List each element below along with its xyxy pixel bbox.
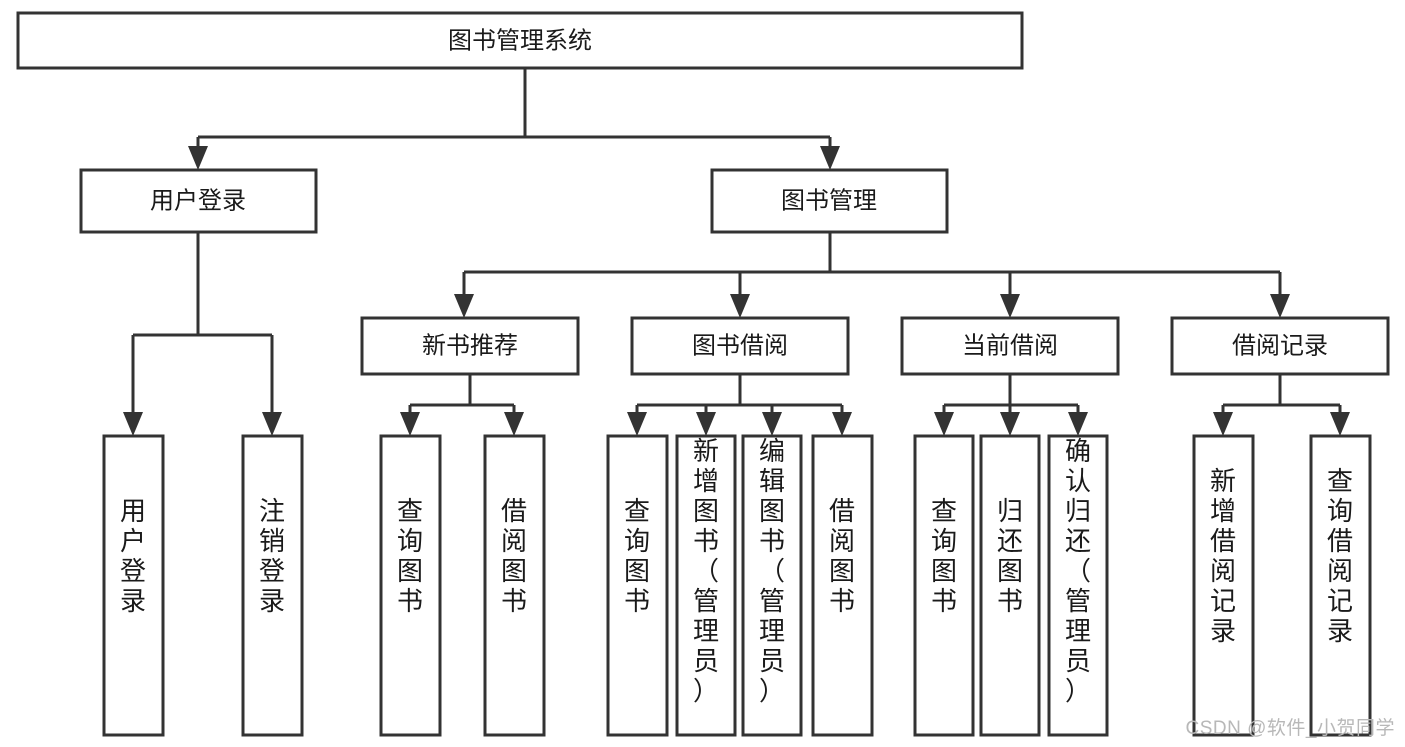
node-book-borrow[interactable]: 图书借阅 bbox=[630, 316, 850, 376]
leaf-current-borrow-confirm-box bbox=[1047, 434, 1109, 737]
node-new-book-recommend-box bbox=[360, 316, 580, 376]
arrow-head-book-borrow bbox=[730, 294, 750, 318]
leaf-new-book-borrow[interactable]: 借阅图书 bbox=[483, 434, 546, 737]
arrow-head-borrow-record bbox=[1270, 294, 1290, 318]
leaf-user-login-login-box bbox=[102, 434, 165, 737]
leaf-current-borrow-return[interactable]: 归还图书 bbox=[979, 434, 1041, 737]
leaf-book-borrow-edit-box bbox=[741, 434, 803, 737]
node-root-box bbox=[16, 11, 1024, 70]
node-book-management[interactable]: 图书管理 bbox=[710, 168, 949, 234]
node-root-book-management-system[interactable]: 图书管理系统 bbox=[16, 11, 1024, 70]
leaf-book-borrow-borrow[interactable]: 借阅图书 bbox=[811, 434, 874, 737]
node-current-borrow-label: 当前借阅 bbox=[962, 332, 1058, 359]
leaf-current-borrow-query-label: 查询图书 bbox=[931, 496, 957, 616]
node-current-borrow[interactable]: 当前借阅 bbox=[900, 316, 1120, 376]
leaf-user-login-login-label: 用户登录 bbox=[120, 496, 146, 616]
arrow-head-new-book-leaf-0 bbox=[400, 412, 420, 436]
node-book-management-box bbox=[710, 168, 949, 234]
leaf-book-borrow-query[interactable]: 查询图书 bbox=[606, 434, 669, 737]
node-user-login[interactable]: 用户登录 bbox=[79, 168, 318, 234]
arrow-head-user-login-leaf-0 bbox=[123, 412, 143, 436]
node-borrow-record-label: 借阅记录 bbox=[1232, 332, 1328, 359]
leaf-borrow-record-query-box bbox=[1309, 434, 1372, 737]
arrow-head-current-borrow-leaf-2 bbox=[1068, 412, 1088, 436]
leaf-book-borrow-edit-label: 编辑图书（管理员） bbox=[759, 436, 785, 706]
leaf-user-login-logout-label: 注销登录 bbox=[259, 496, 285, 616]
leaf-book-borrow-borrow-box bbox=[811, 434, 874, 737]
arrow-head-user-login bbox=[188, 146, 208, 170]
arrow-head-borrow-record-leaf-0 bbox=[1213, 412, 1233, 436]
leaf-new-book-query-label: 查询图书 bbox=[397, 496, 423, 616]
csdn-watermark: CSDN @软件_小贺同学 bbox=[1185, 718, 1395, 739]
leaf-current-borrow-query[interactable]: 查询图书 bbox=[913, 434, 975, 737]
arrow-head-book-borrow-leaf-3 bbox=[832, 412, 852, 436]
leaf-book-borrow-borrow-label: 借阅图书 bbox=[829, 496, 855, 616]
node-current-borrow-box bbox=[900, 316, 1120, 376]
node-borrow-record[interactable]: 借阅记录 bbox=[1170, 316, 1390, 376]
node-book-borrow-box bbox=[630, 316, 850, 376]
leaf-current-borrow-confirm-label: 确认归还（管理员） bbox=[1065, 436, 1091, 706]
arrow-head-current-borrow bbox=[1000, 294, 1020, 318]
arrow-head-current-borrow-leaf-0 bbox=[934, 412, 954, 436]
arrow-head-current-borrow-leaf-1 bbox=[1000, 412, 1020, 436]
leaf-current-borrow-confirm[interactable]: 确认归还（管理员） bbox=[1047, 434, 1109, 737]
connector-layer bbox=[123, 68, 1350, 436]
leaf-user-login-logout-box bbox=[241, 434, 304, 737]
leaf-book-borrow-query-label: 查询图书 bbox=[624, 496, 650, 616]
leaf-new-book-borrow-box bbox=[483, 434, 546, 737]
arrow-head-book-borrow-leaf-0 bbox=[627, 412, 647, 436]
leaf-borrow-record-add-label: 新增借阅记录 bbox=[1210, 466, 1236, 646]
node-user-login-box bbox=[79, 168, 318, 234]
node-user-login-label: 用户登录 bbox=[150, 187, 246, 214]
arrow-head-borrow-record-leaf-1 bbox=[1330, 412, 1350, 436]
leaf-new-book-borrow-label: 借阅图书 bbox=[501, 496, 527, 616]
leaf-user-login-login[interactable]: 用户登录 bbox=[102, 434, 165, 737]
leaf-current-borrow-query-box bbox=[913, 434, 975, 737]
leaf-book-borrow-add-label: 新增图书（管理员） bbox=[693, 436, 719, 706]
leaf-borrow-record-query[interactable]: 查询借阅记录 bbox=[1309, 434, 1372, 737]
arrow-head-user-login-leaf-1 bbox=[262, 412, 282, 436]
leaf-current-borrow-return-label: 归还图书 bbox=[997, 496, 1023, 616]
leaf-borrow-record-query-label: 查询借阅记录 bbox=[1327, 466, 1353, 646]
leaf-new-book-query[interactable]: 查询图书 bbox=[379, 434, 442, 737]
arrow-head-book-borrow-leaf-1 bbox=[696, 412, 716, 436]
arrow-head-book-borrow-leaf-2 bbox=[762, 412, 782, 436]
leaf-book-borrow-add[interactable]: 新增图书（管理员） bbox=[675, 434, 737, 737]
leaf-current-borrow-return-box bbox=[979, 434, 1041, 737]
arrow-head-new-book-rec bbox=[454, 294, 474, 318]
node-borrow-record-box bbox=[1170, 316, 1390, 376]
node-root-label: 图书管理系统 bbox=[448, 27, 592, 54]
leaf-book-borrow-add-box bbox=[675, 434, 737, 737]
leaf-new-book-query-box bbox=[379, 434, 442, 737]
leaf-book-borrow-edit[interactable]: 编辑图书（管理员） bbox=[741, 434, 803, 737]
arrow-head-book-mgmt bbox=[820, 146, 840, 170]
leaf-borrow-record-add[interactable]: 新增借阅记录 bbox=[1192, 434, 1255, 737]
arrow-head-new-book-leaf-1 bbox=[504, 412, 524, 436]
node-new-book-recommend-label: 新书推荐 bbox=[422, 332, 518, 359]
node-book-borrow-label: 图书借阅 bbox=[692, 332, 788, 359]
node-new-book-recommend[interactable]: 新书推荐 bbox=[360, 316, 580, 376]
leaf-borrow-record-add-box bbox=[1192, 434, 1255, 737]
leaf-book-borrow-query-box bbox=[606, 434, 669, 737]
leaf-user-login-logout[interactable]: 注销登录 bbox=[241, 434, 304, 737]
node-book-management-label: 图书管理 bbox=[781, 187, 877, 214]
